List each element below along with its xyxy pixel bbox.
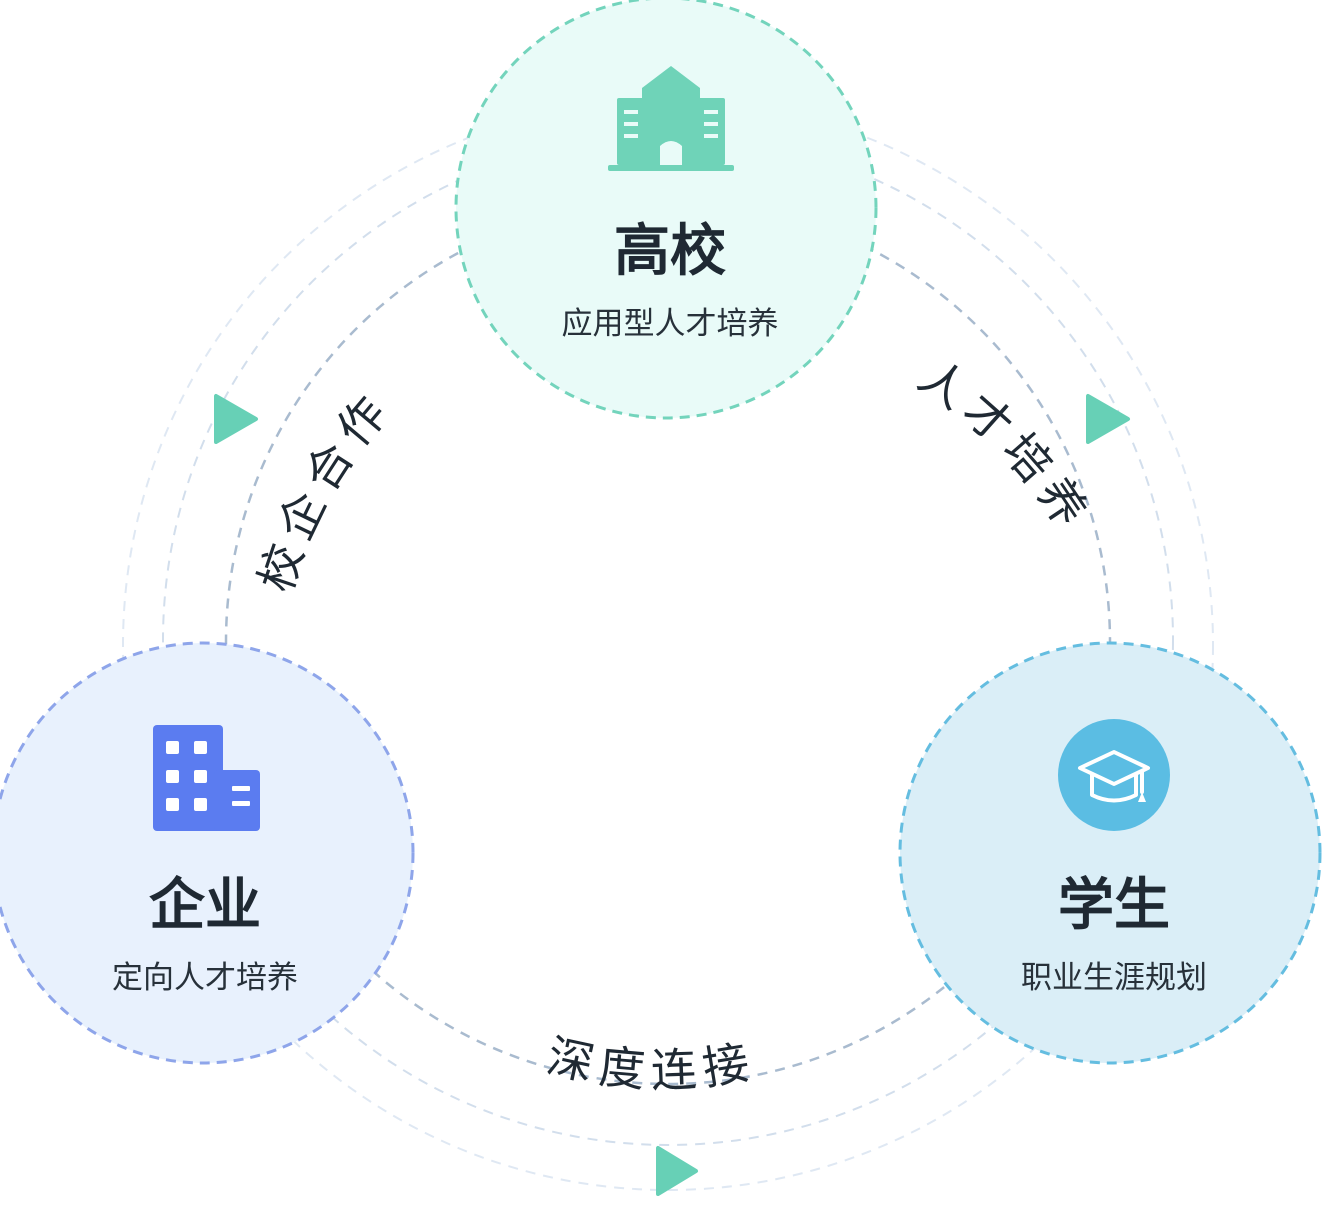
node-title-university: 高校 bbox=[614, 219, 726, 284]
link-label-deep-connection: 深度连接 bbox=[542, 1029, 760, 1098]
node-student[interactable]: 学生 职业生涯规划 bbox=[898, 641, 1322, 1065]
node-subtitle-enterprise: 定向人才培养 bbox=[112, 960, 298, 996]
arrow-bottom-icon bbox=[656, 1146, 698, 1196]
node-subtitle-university: 应用型人才培养 bbox=[562, 306, 779, 342]
graduation-cap-icon bbox=[1058, 719, 1170, 831]
office-building-icon bbox=[153, 725, 260, 831]
link-label-school-enterprise: 校企合作 bbox=[248, 380, 402, 598]
node-title-student: 学生 bbox=[1058, 873, 1170, 938]
node-university[interactable]: 高校 应用型人才培养 bbox=[454, 0, 878, 420]
arrow-left-icon bbox=[214, 394, 258, 444]
arrow-right-icon bbox=[1086, 394, 1130, 444]
link-label-talent-training: 人才培养 bbox=[909, 349, 1101, 543]
university-building-icon bbox=[608, 66, 734, 171]
node-subtitle-student: 职业生涯规划 bbox=[1021, 960, 1207, 996]
node-title-enterprise: 企业 bbox=[149, 873, 261, 938]
node-enterprise[interactable]: 企业 定向人才培养 bbox=[0, 641, 415, 1065]
